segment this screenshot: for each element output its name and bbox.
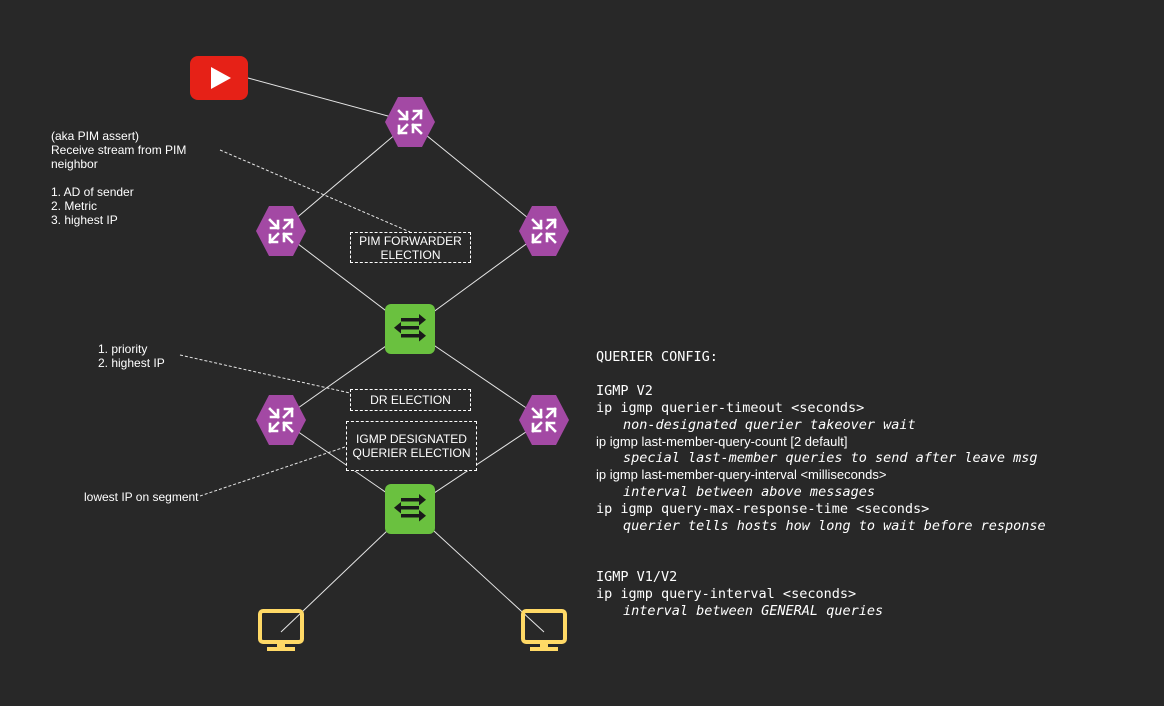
box-line: DR ELECTION	[370, 393, 451, 407]
monitor-icon	[258, 609, 304, 653]
igmp-criteria-note: lowest IP on segment	[84, 490, 199, 504]
config-command: ip igmp query-max-response-time <seconds…	[596, 501, 930, 518]
leader-igmp-querier	[199, 446, 346, 497]
querier-config-panel: QUERIER CONFIG: IGMP V2 ip igmp querier-…	[596, 349, 1046, 619]
note-line: lowest IP on segment	[84, 490, 199, 504]
config-command: ip igmp last-member-query-count [2 defau…	[596, 433, 848, 449]
note-line: 2. Metric	[51, 199, 98, 213]
leader-pim-assert	[219, 149, 411, 233]
note-line: 1. priority	[98, 342, 148, 356]
igmp-v1v2-header: IGMP V1/V2	[596, 568, 678, 585]
dr-election-box: DR ELECTION	[350, 389, 471, 411]
note-line: (aka PIM assert)	[51, 129, 140, 143]
config-description: querier tells hosts how long to wait bef…	[623, 518, 1046, 535]
link-top-right-router	[409, 121, 545, 232]
monitor-icon	[521, 609, 567, 653]
dr-criteria-note: 1. priority 2. highest IP	[98, 342, 165, 370]
box-line: ELECTION	[380, 247, 441, 262]
config-command: ip igmp querier-timeout <seconds>	[596, 399, 865, 416]
router-arrows-icon	[383, 95, 437, 149]
note-line: neighbor	[51, 157, 98, 171]
config-gap	[596, 552, 1046, 569]
youtube-play-icon	[190, 56, 248, 100]
box-line: PIM FORWARDER	[359, 233, 462, 248]
pim-assert-note: (aka PIM assert) Receive stream from PIM…	[51, 129, 186, 227]
link-top-left-router	[280, 121, 411, 232]
note-line: 3. highest IP	[51, 213, 118, 227]
switch-arrows-icon	[385, 484, 435, 534]
note-line: Receive stream from PIM	[51, 143, 187, 157]
config-title: QUERIER CONFIG:	[596, 349, 718, 365]
config-command: ip igmp last-member-query-interval <mill…	[596, 467, 887, 483]
switch-arrows-icon	[385, 304, 435, 354]
config-description: interval between above messages	[623, 484, 875, 501]
note-line: 1. AD of sender	[51, 185, 134, 199]
link-source-router	[247, 77, 411, 123]
config-description: special last-member queries to send afte…	[623, 450, 1038, 467]
note-line: 2. highest IP	[98, 356, 165, 370]
router-arrows-icon	[254, 393, 308, 447]
config-gap	[596, 535, 1046, 552]
router-arrows-icon	[517, 204, 571, 258]
leader-dr-election	[179, 354, 351, 394]
config-gap	[596, 366, 1046, 383]
note-gap	[51, 171, 186, 185]
igmp-querier-election-box: IGMP DESIGNATED QUERIER ELECTION	[346, 421, 477, 471]
config-description: interval between GENERAL queries	[623, 602, 884, 619]
pim-forwarder-election-box: PIM FORWARDER ELECTION	[350, 232, 471, 263]
config-description: non-designated querier takeover wait	[623, 416, 916, 433]
config-command: ip igmp query-interval <seconds>	[596, 585, 857, 602]
igmp-v2-header: IGMP V2	[596, 382, 653, 399]
box-line: IGMP DESIGNATED	[356, 432, 467, 446]
router-arrows-icon	[254, 204, 308, 258]
router-arrows-icon	[517, 393, 571, 447]
box-line: QUERIER ELECTION	[352, 446, 471, 460]
